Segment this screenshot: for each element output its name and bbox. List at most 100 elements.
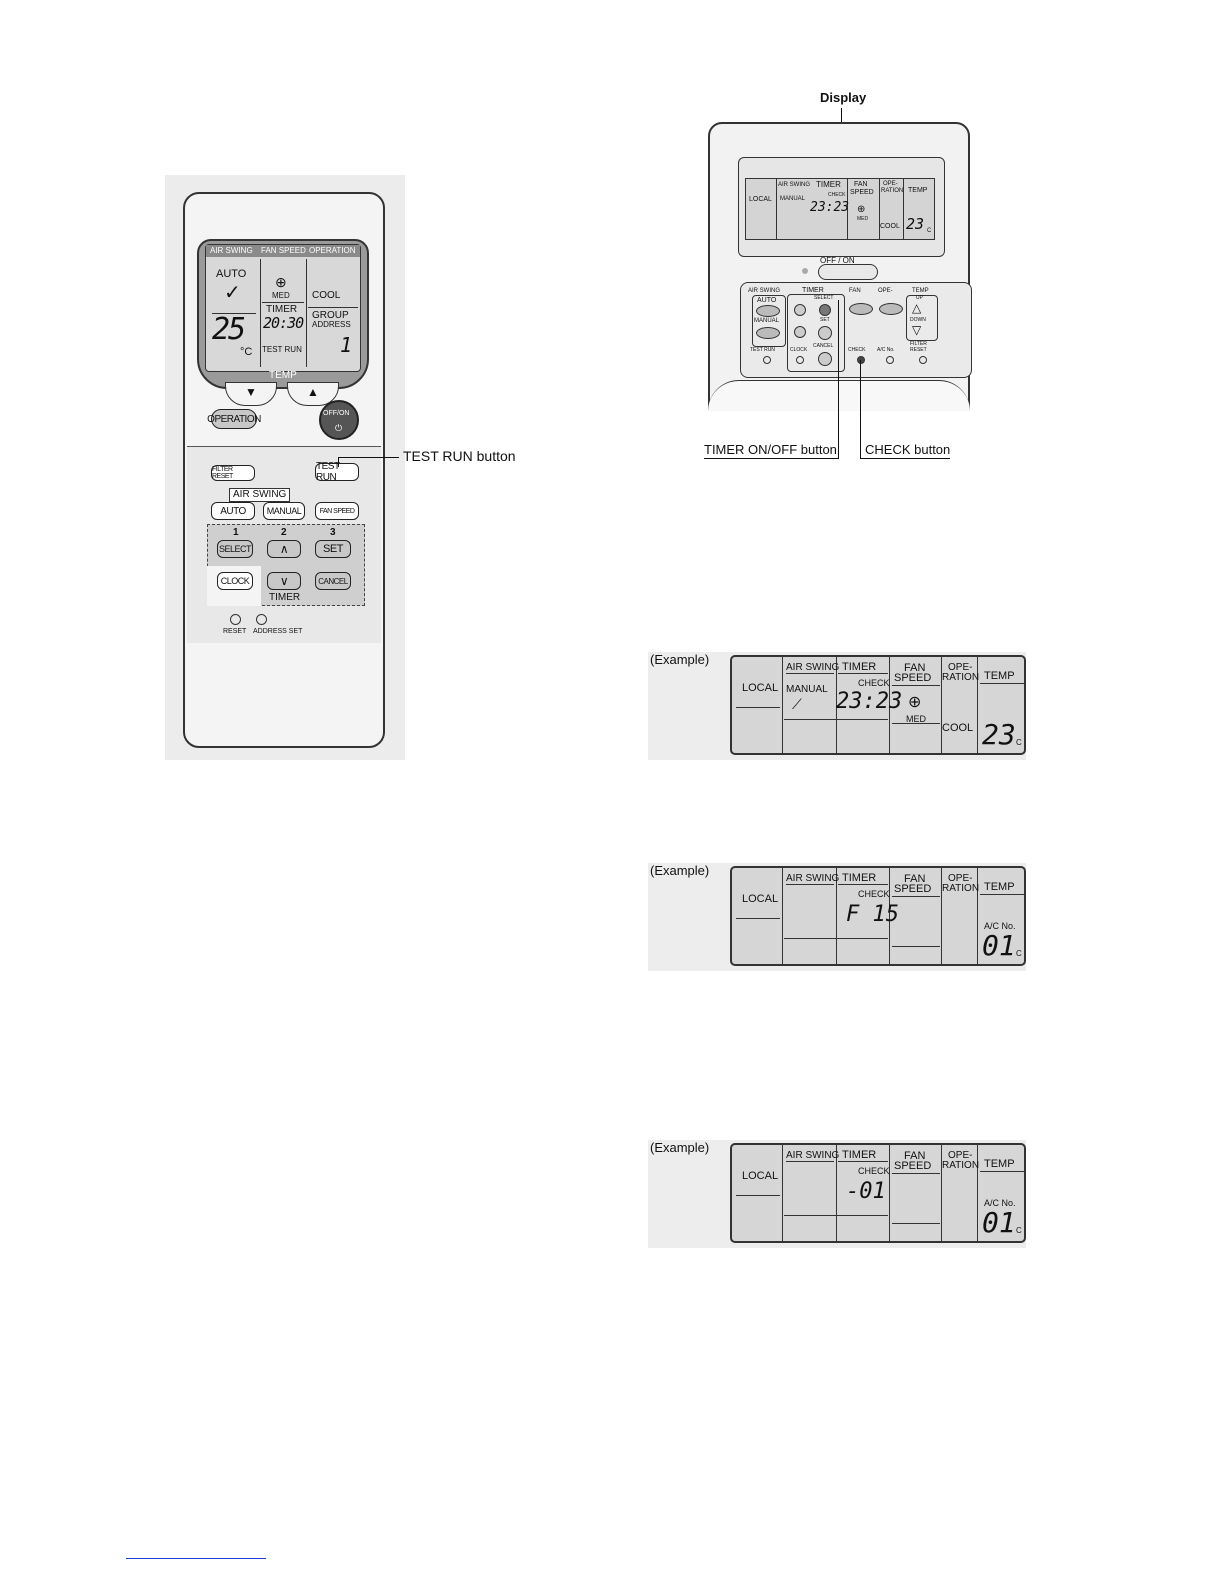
fan-icon: ⊕: [908, 694, 922, 711]
swing-auto-button[interactable]: AUTO: [211, 502, 255, 520]
wired-set-button[interactable]: [818, 326, 832, 340]
status-lamp: [802, 268, 808, 274]
lcd-timer: TIMER: [842, 661, 877, 673]
lcd-line: [784, 1215, 888, 1216]
triangle-up-icon: ▲: [307, 385, 319, 399]
reset-button[interactable]: [230, 614, 241, 625]
lcd-line: [786, 1161, 834, 1162]
lcd-divider: [977, 1145, 978, 1241]
lcd-temp-value: 25: [212, 312, 246, 347]
lcd-divider: [782, 657, 783, 753]
lcd-unit: C: [1016, 738, 1022, 747]
lcd-fan: FAN: [904, 662, 926, 674]
wired-select-button[interactable]: [819, 304, 831, 316]
wired-auto-button[interactable]: [756, 305, 780, 317]
lcd-time: 20:30: [263, 314, 304, 332]
lcd-line: [892, 723, 940, 724]
wired-timer-up-button[interactable]: [794, 304, 806, 316]
lcd-check: CHECK: [858, 678, 890, 688]
operation-button[interactable]: OPERATION: [207, 409, 261, 429]
wired-off-on-button[interactable]: [818, 264, 878, 280]
triangle-up-icon[interactable]: △: [912, 301, 922, 315]
wired-timer-down-button[interactable]: [794, 326, 806, 338]
swing-manual-button[interactable]: MANUAL: [263, 502, 305, 520]
lcd-speed: SPEED: [894, 672, 932, 684]
wired-cool: COOL: [880, 223, 900, 230]
wired-fan: FAN: [854, 181, 868, 188]
temp-down-button[interactable]: ▼: [225, 382, 277, 406]
wired-med: MED: [857, 216, 869, 222]
swing-vane-icon: ⟋: [792, 696, 802, 712]
wired-up-label: UP: [916, 295, 923, 301]
lcd-divider: [977, 657, 978, 753]
set-button[interactable]: SET: [315, 540, 351, 558]
lcd-line: [838, 884, 888, 885]
wired-check: CHECK: [828, 192, 846, 198]
wired-ope-label: OPE-: [878, 288, 893, 294]
lcd-temp: TEMP: [984, 670, 1015, 682]
lcd-manual: MANUAL: [786, 684, 828, 695]
step-2: 2: [281, 527, 287, 538]
display-callout: Display: [820, 90, 867, 105]
step-1: 1: [233, 527, 239, 538]
wired-filter-label: FILTER: [910, 341, 927, 347]
lcd-line: [838, 1161, 888, 1162]
timer-down-button[interactable]: ∨: [267, 572, 301, 590]
lcd-divider: [889, 657, 890, 753]
address-set-button[interactable]: [256, 614, 267, 625]
lcd-line: [212, 313, 256, 314]
wired-cancel-button[interactable]: [818, 352, 832, 366]
filter-reset-button[interactable]: FILTER RESET: [211, 465, 255, 481]
wired-temp-group: [906, 295, 938, 341]
callout-line: [704, 458, 839, 459]
timer-up-button[interactable]: ∧: [267, 540, 301, 558]
wired-temp: TEMP: [908, 187, 928, 194]
remote-controller: AIR SWING FAN SPEED OPERATION AUTO ✓ 25 …: [183, 192, 385, 748]
lcd-line: [786, 884, 834, 885]
lcd-divider: [782, 868, 783, 964]
wired-set-label: SET: [820, 317, 830, 323]
select-button[interactable]: SELECT: [217, 540, 253, 558]
wired-filter-reset-button[interactable]: [919, 356, 927, 364]
wired-ac-no-button[interactable]: [886, 356, 894, 364]
fan-speed-button[interactable]: FAN SPEED: [315, 502, 359, 520]
wired-select-label: SELECT: [814, 295, 834, 301]
lcd-ope: OPE-: [948, 662, 973, 673]
lcd-line: [892, 1173, 940, 1174]
lcd-code: 23:23: [836, 689, 903, 714]
wired-fan-speed-button[interactable]: [849, 303, 873, 315]
triangle-down-icon[interactable]: ▽: [912, 323, 922, 337]
lcd-temp: TEMP: [984, 881, 1015, 893]
wired-manual-label: MANUAL: [754, 318, 780, 324]
lcd-value: 01: [982, 1206, 1016, 1239]
test-run-button[interactable]: TEST RUN: [315, 461, 359, 483]
wired-clock-button[interactable]: [796, 356, 804, 364]
wired-operation-button[interactable]: [879, 303, 903, 315]
wired-ration: RATION: [881, 188, 904, 194]
wired-test-run-button[interactable]: [763, 356, 771, 364]
lcd-line: [892, 896, 940, 897]
cancel-button[interactable]: CANCEL: [315, 572, 351, 590]
lcd-timer: TIMER: [266, 304, 298, 315]
wired-panel-air-swing: AIR SWING: [748, 288, 781, 294]
wired-manual-button[interactable]: [756, 327, 780, 339]
remote-lcd-header-bar: [206, 245, 360, 257]
wired-check-button[interactable]: [857, 356, 865, 364]
clock-button[interactable]: CLOCK: [217, 572, 253, 590]
lcd-code: F 15: [846, 902, 899, 927]
wired-lcd: LOCAL AIR SWING MANUAL TIMER CHECK 23:23…: [745, 178, 935, 240]
wired-down-label: DOWN: [910, 317, 926, 323]
example-label: (Example): [650, 1140, 710, 1155]
lcd-timer: TIMER: [842, 1149, 877, 1161]
check-button-callout: CHECK button: [865, 442, 951, 457]
wired-auto-label: AUTO: [757, 297, 777, 304]
lcd-divider: [782, 1145, 783, 1241]
wired-ope: OPE-: [883, 181, 898, 187]
example-label: (Example): [650, 863, 710, 878]
off-on-button[interactable]: OFF/ON ⏻: [319, 400, 359, 440]
timer-label: TIMER: [269, 592, 301, 603]
address-set-label: ADDRESS SET: [253, 628, 303, 635]
